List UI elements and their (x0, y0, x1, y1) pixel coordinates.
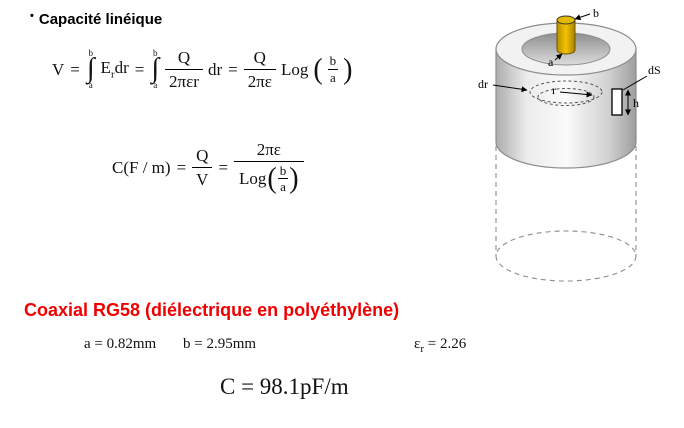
gauss-ring-dashed (529, 80, 603, 106)
equals-sign: = (70, 59, 80, 79)
value-b: b = 2.95mm (183, 336, 257, 352)
equals-sign: = (176, 157, 187, 177)
log-denominator: Log ( b a ) (234, 160, 304, 196)
surface-element (611, 88, 623, 116)
fraction-q-over-2pe: Q 2πε (243, 48, 276, 91)
fraction-q-over-2per: Q 2πεr (165, 48, 203, 91)
integral-sign: b ∫ a (86, 48, 95, 91)
outer-shell-wall (495, 48, 637, 169)
integral-lower-limit: a (88, 80, 93, 91)
equals-sign: = (134, 59, 145, 79)
result-capacitance: C = 98.1pF/m (220, 374, 349, 399)
voltage-equation: V = b ∫ a Erdr = b ∫ a Q 2πεr dr = Q 2πε… (52, 48, 353, 91)
equals-sign: = (228, 59, 238, 79)
fraction-b-over-a: b a (278, 162, 288, 195)
capacitance-lhs: C(F / m) (112, 157, 171, 177)
log-label: Log (239, 169, 267, 189)
label-ds: dS (648, 63, 661, 77)
bullet-icon: • (30, 10, 34, 22)
page-title: • Capacité linéique (30, 10, 162, 28)
label-r: r (552, 83, 556, 97)
close-paren: ) (343, 52, 353, 86)
label-dr: dr (478, 77, 488, 91)
capacitance-equation: C(F / m) = Q V = 2πε Log ( b a ) (112, 140, 304, 195)
open-paren: ( (267, 162, 277, 196)
integral-sign: b ∫ a (151, 48, 160, 91)
integral-lower-limit: a (153, 80, 158, 91)
integral-upper-limit: b (152, 48, 158, 59)
diagram-annotations: b a dr r dS h (478, 6, 661, 116)
equals-sign: = (218, 157, 229, 177)
log-label: Log (280, 59, 309, 79)
outer-shell-dashed (495, 146, 637, 282)
coax-diagram: b a dr r dS h (478, 6, 661, 282)
dr-term: dr (207, 59, 223, 79)
inner-conductor (556, 15, 576, 55)
value-a: a = 0.82mm (84, 336, 157, 352)
field-term: Erdr (100, 58, 129, 81)
var-v: V (52, 59, 65, 79)
label-b: b (593, 6, 599, 20)
open-paren: ( (313, 52, 323, 86)
fraction-2pe-over-log: 2πε Log ( b a ) (234, 140, 304, 195)
fraction-q-over-v: Q V (192, 146, 213, 189)
close-paren: ) (289, 162, 299, 196)
label-h: h (633, 96, 639, 110)
integral-upper-limit: b (88, 48, 93, 59)
value-epsilon: εr = 2.26 (414, 336, 467, 355)
coax-heading: Coaxial RG58 (diélectrique en polyéthylè… (24, 300, 400, 320)
page-title-text: Capacité linéique (38, 11, 163, 28)
fraction-b-over-a: b a (328, 52, 338, 85)
label-a: a (548, 55, 554, 69)
